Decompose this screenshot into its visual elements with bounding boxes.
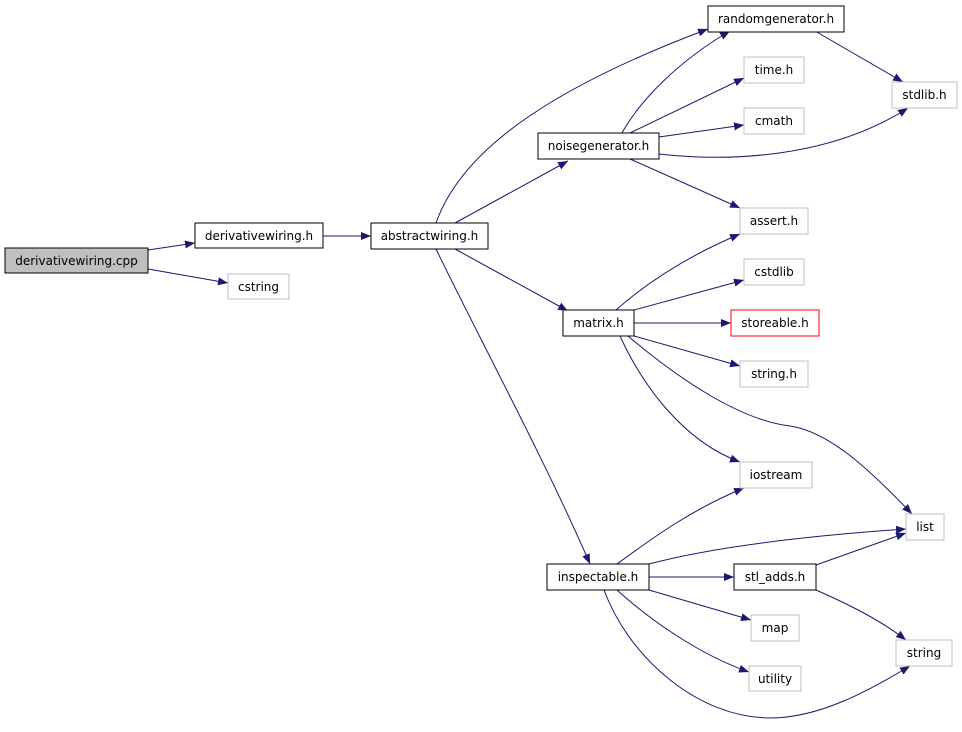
node-label: cstring [238,280,279,294]
node-label: string.h [751,367,797,381]
node-label: iostream [750,468,803,482]
edge-abstractwiring-h-to-inspectable-h [435,248,591,565]
node-label: string [907,646,941,660]
node-label: matrix.h [573,316,624,330]
edge-matrix-h-to-list [627,335,913,515]
node-utility[interactable]: utility [748,665,802,692]
node-label: assert.h [750,214,798,228]
node-string[interactable]: string [895,639,953,667]
edge-noisegenerator-h-to-randomgenerator-h [621,30,731,134]
node-map[interactable]: map [750,614,800,642]
edge-derivativewiring-cpp-to-derivativewiring-h [147,240,196,251]
node-matrix-h[interactable]: matrix.h [562,309,635,337]
node-label: cstdlib [754,265,793,279]
node-label: stl_adds.h [745,570,806,584]
edges [147,28,913,719]
node-label: abstractwiring.h [381,229,479,243]
node-storeable-h[interactable]: storeable.h [730,309,820,337]
edge-inspectable-h-to-utility [616,589,750,673]
node-cstring[interactable]: cstring [227,273,290,300]
node-label: storeable.h [741,316,808,330]
edge-stl-adds-h-to-string [815,589,907,641]
edge-matrix-h-to-cstdlib [633,278,745,311]
node-label: stdlib.h [902,88,946,102]
edge-inspectable-h-to-iostream [616,487,745,565]
node-list[interactable]: list [905,513,945,541]
node-string-h[interactable]: string.h [739,360,809,388]
edge-abstractwiring-h-to-noisegenerator-h [454,160,569,224]
edge-abstractwiring-h-to-randomgenerator-h [435,28,709,224]
node-label: noisegenerator.h [548,139,650,153]
edge-derivativewiring-cpp-to-cstring [147,268,229,286]
edge-noisegenerator-h-to-time-h [629,77,745,134]
edge-stl-adds-h-to-list [815,532,907,566]
node-abstractwiring-h[interactable]: abstractwiring.h [370,222,489,250]
node-label: derivativewiring.cpp [15,254,138,268]
node-derivativewiring-cpp[interactable]: derivativewiring.cpp [4,247,149,274]
edge-noisegenerator-h-to-stdlib-h [658,107,909,158]
node-inspectable-h[interactable]: inspectable.h [546,563,650,591]
node-label: time.h [755,63,794,77]
node-label: inspectable.h [558,570,639,584]
edge-randomgenerator-h-to-stdlib-h [814,30,904,83]
node-derivativewiring-h[interactable]: derivativewiring.h [194,222,324,249]
edge-inspectable-h-to-map [648,589,752,622]
node-label: map [762,621,789,635]
edge-matrix-h-to-assert-h [615,233,741,311]
edge-matrix-h-to-iostream [619,335,741,463]
node-randomgenerator-h[interactable]: randomgenerator.h [707,5,845,33]
node-noisegenerator-h[interactable]: noisegenerator.h [537,132,660,160]
node-label: list [916,520,934,534]
node-stl-adds-h[interactable]: stl_adds.h [733,563,817,591]
node-stdlib-h[interactable]: stdlib.h [891,81,958,109]
node-cmath[interactable]: cmath [743,107,805,135]
edge-noisegenerator-h-to-assert-h [629,158,741,209]
edge-inspectable-h-to-list [648,525,907,565]
edge-noisegenerator-h-to-cmath [658,122,745,138]
node-label: cmath [755,114,793,128]
nodes: derivativewiring.cpp derivativewiring.h … [4,5,958,692]
node-assert-h[interactable]: assert.h [739,207,809,235]
node-label: utility [758,672,792,686]
edge-inspectable-h-to-string [603,589,911,719]
edge-abstractwiring-h-to-matrix-h [454,248,569,312]
node-label: derivativewiring.h [205,229,313,243]
node-label: randomgenerator.h [718,12,834,26]
node-cstdlib[interactable]: cstdlib [743,258,805,286]
node-iostream[interactable]: iostream [739,461,813,489]
node-time-h[interactable]: time.h [743,56,805,84]
edge-matrix-h-to-string-h [633,335,741,368]
